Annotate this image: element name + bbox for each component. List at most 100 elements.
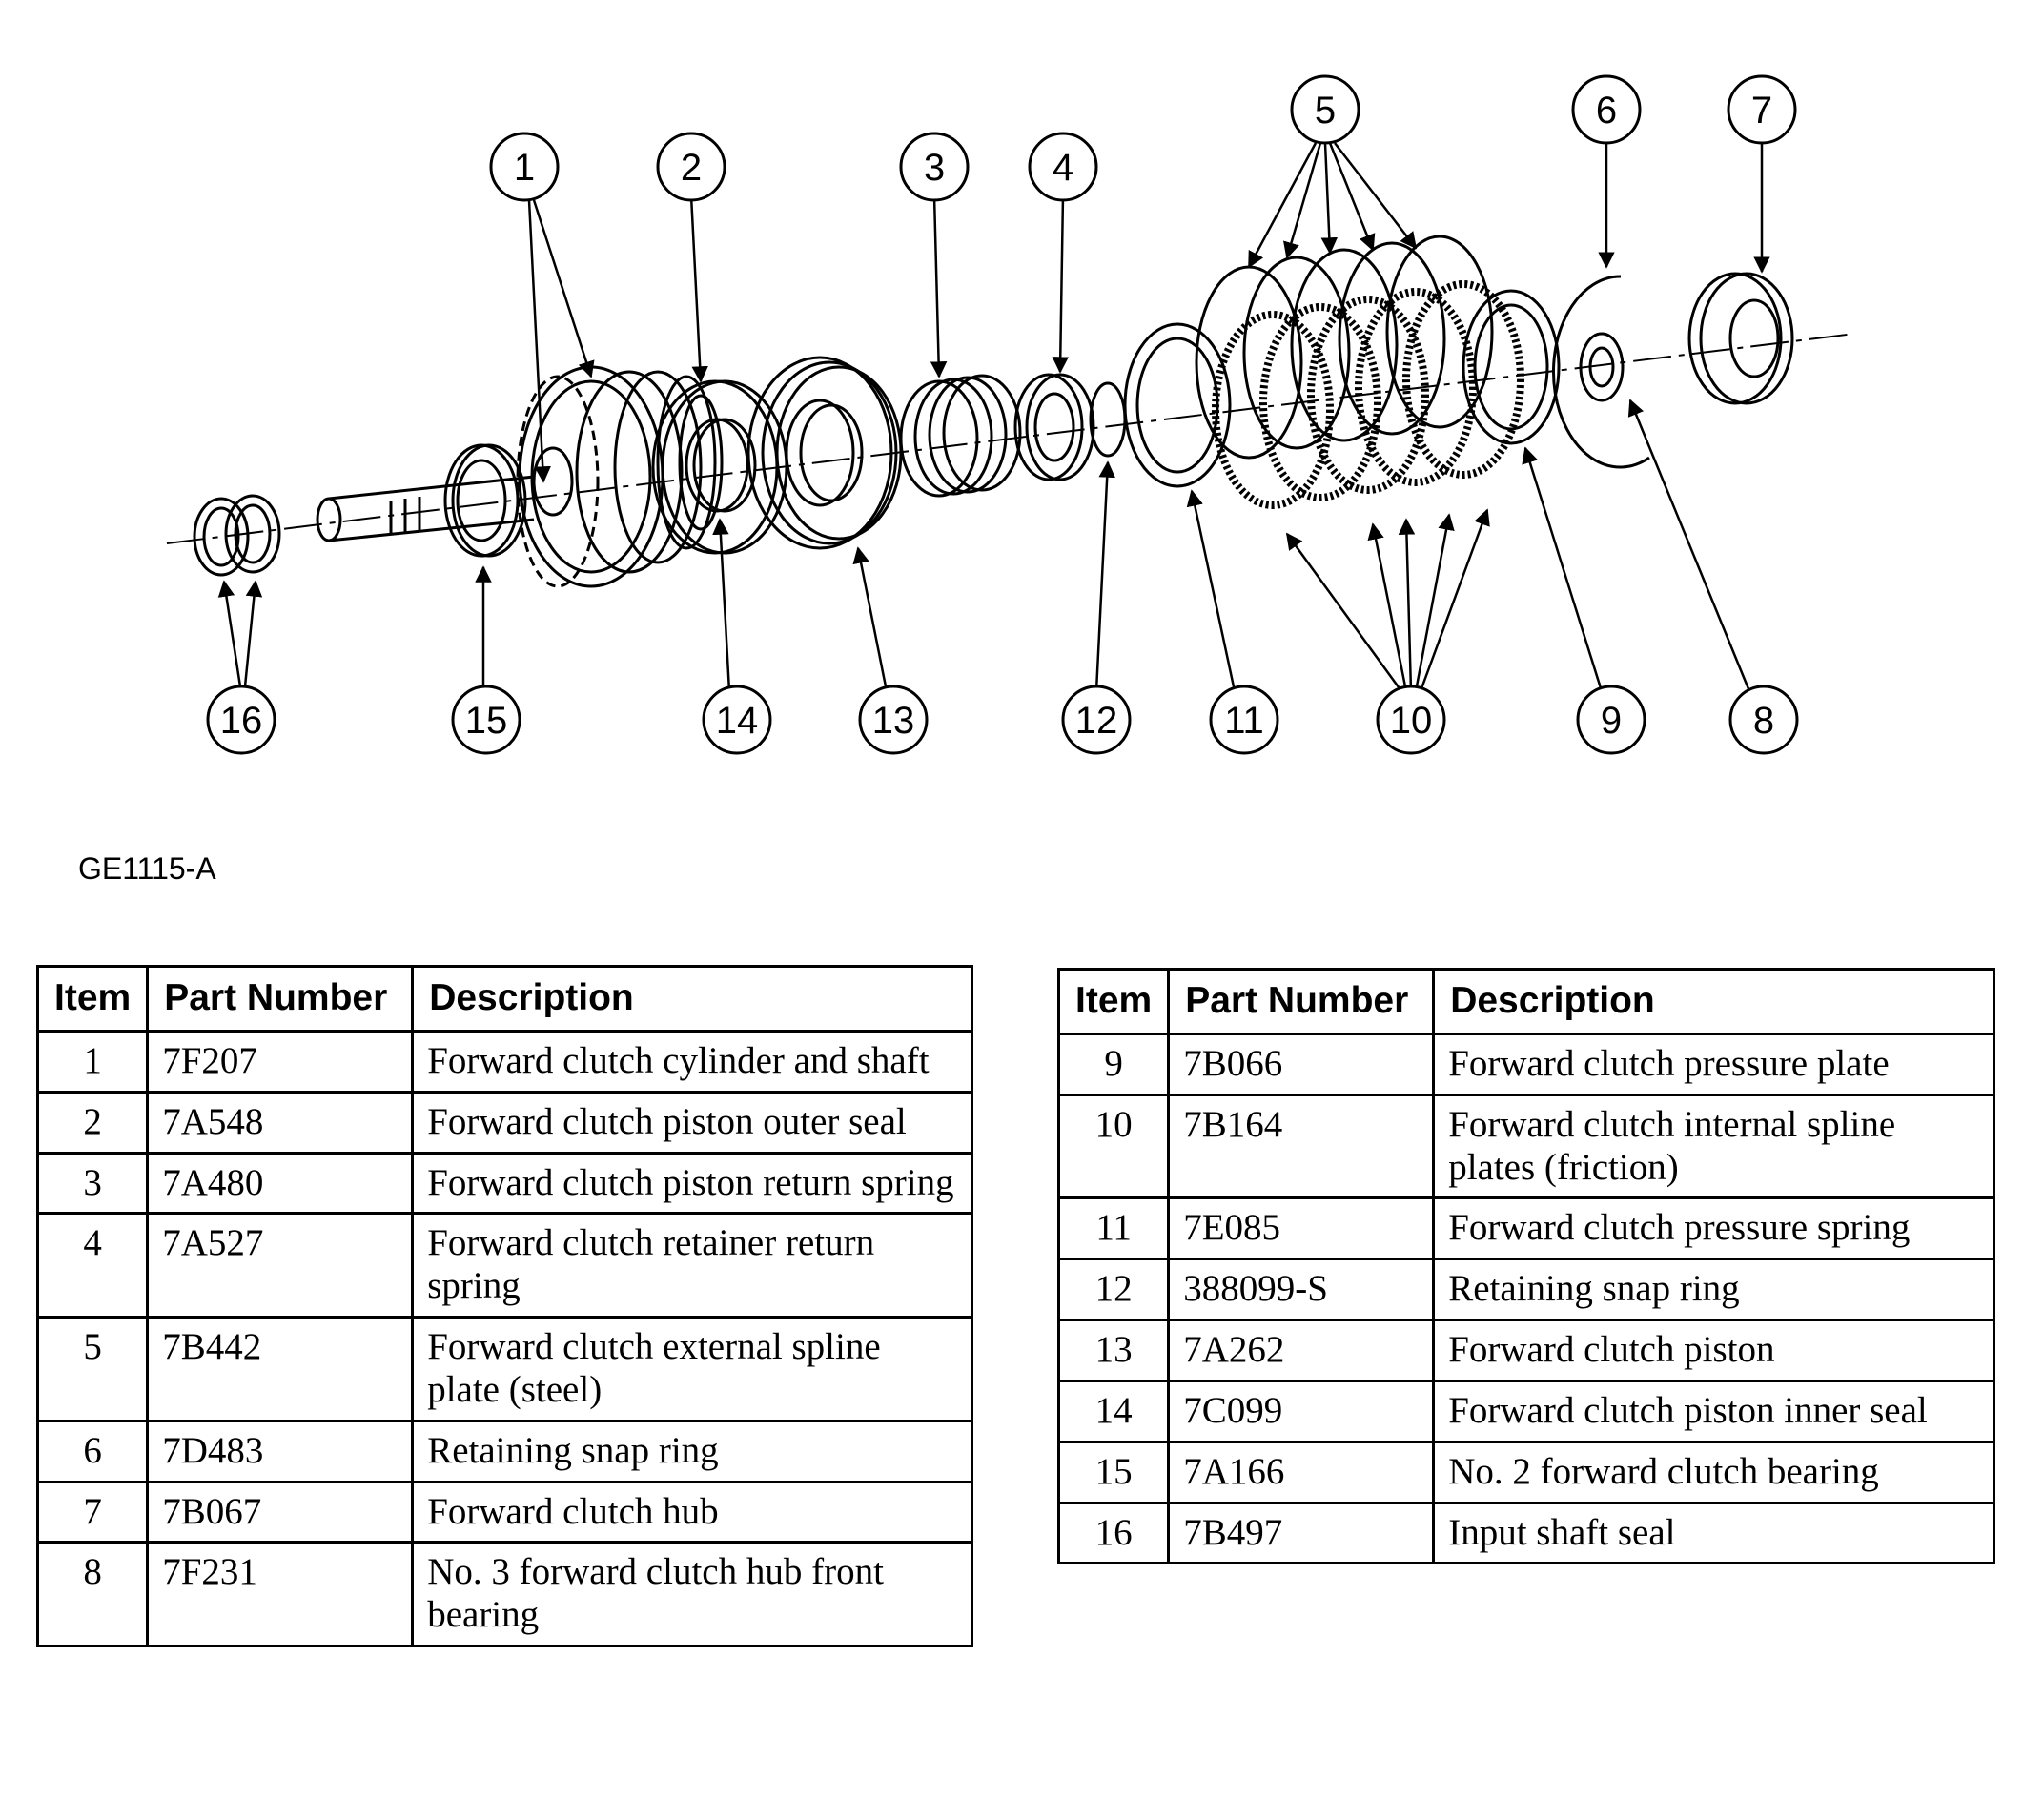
svg-text:4: 4 <box>1053 147 1073 189</box>
cell-part-number: 7C099 <box>1167 1379 1436 1443</box>
callout-3: 3 <box>899 132 970 202</box>
table-row: 3 7A480 Forward clutch piston return spr… <box>35 1151 973 1216</box>
svg-text:6: 6 <box>1596 90 1617 132</box>
callout-14: 14 <box>702 685 772 755</box>
cell-item: 14 <box>1056 1379 1171 1443</box>
cell-part-number: 7B164 <box>1167 1093 1436 1200</box>
cell-description: No. 3 forward clutch hub front bearing <box>411 1541 973 1648</box>
svg-text:5: 5 <box>1315 90 1336 132</box>
svg-text:14: 14 <box>716 700 759 742</box>
callout-1: 1 <box>489 132 560 202</box>
part-steel-plates <box>1195 235 1494 460</box>
cell-description: Forward clutch hub <box>411 1480 973 1544</box>
cell-item: 4 <box>35 1212 150 1319</box>
callout-9: 9 <box>1576 685 1646 755</box>
cell-part-number: 7B442 <box>146 1316 415 1422</box>
header-part-number: Part Number <box>146 965 415 1033</box>
assembly-axis <box>166 333 1855 544</box>
leader-lines <box>217 142 1770 692</box>
table-header-row: Item Part Number Description <box>35 965 973 1033</box>
table-row: 16 7B497 Input shaft seal <box>1056 1501 1995 1565</box>
part-piston-return-spring <box>899 374 1022 498</box>
cell-part-number: 7E085 <box>1167 1196 1436 1261</box>
cell-item: 3 <box>35 1151 150 1216</box>
cell-part-number: 7F207 <box>146 1029 415 1094</box>
cell-description: No. 2 forward clutch bearing <box>1432 1440 1995 1504</box>
cell-part-number: 7A527 <box>146 1212 415 1319</box>
svg-text:8: 8 <box>1753 700 1774 742</box>
table-row: 11 7E085 Forward clutch pressure spring <box>1056 1196 1995 1261</box>
cell-description: Forward clutch cylinder and shaft <box>411 1029 973 1094</box>
cell-description: Forward clutch piston outer seal <box>411 1090 973 1155</box>
callout-10: 10 <box>1376 685 1446 755</box>
callout-7: 7 <box>1727 74 1797 145</box>
table-row: 1 7F207 Forward clutch cylinder and shaf… <box>35 1029 973 1094</box>
svg-text:15: 15 <box>465 700 508 742</box>
cell-description: Forward clutch pressure spring <box>1432 1196 1995 1261</box>
callout-5: 5 <box>1290 74 1360 145</box>
part-snap-ring-6 <box>1552 275 1650 469</box>
table-row: 10 7B164 Forward clutch internal spline … <box>1056 1093 1995 1200</box>
cell-item: 2 <box>35 1090 150 1155</box>
cell-item: 9 <box>1056 1032 1171 1096</box>
part-pressure-plate <box>1462 289 1561 445</box>
cell-item: 7 <box>35 1480 150 1544</box>
cell-description: Forward clutch pressure plate <box>1432 1032 1995 1096</box>
cell-part-number: 388099-S <box>1167 1258 1436 1322</box>
table-header-row: Item Part Number Description <box>1056 968 1995 1035</box>
header-description: Description <box>1432 968 1995 1035</box>
cell-description: Forward clutch retainer return spring <box>411 1212 973 1319</box>
cell-description: Forward clutch piston <box>1432 1319 1995 1382</box>
cell-item: 13 <box>1056 1319 1171 1382</box>
cell-item: 5 <box>35 1316 150 1422</box>
table-row: 5 7B442 Forward clutch external spline p… <box>35 1316 973 1422</box>
svg-text:16: 16 <box>220 700 263 742</box>
cell-description: Forward clutch external spline plate (st… <box>411 1316 973 1422</box>
cell-description: Retaining snap ring <box>411 1419 973 1483</box>
callout-6: 6 <box>1571 74 1642 145</box>
cell-item: 8 <box>35 1541 150 1648</box>
part-bearing-15 <box>443 443 527 558</box>
svg-text:13: 13 <box>872 700 915 742</box>
svg-text:9: 9 <box>1601 700 1622 742</box>
svg-text:11: 11 <box>1224 700 1264 742</box>
part-bearing-8 <box>1579 332 1625 402</box>
cell-part-number: 7B067 <box>146 1480 415 1544</box>
cell-part-number: 7F231 <box>146 1541 415 1648</box>
cell-description: Input shaft seal <box>1432 1501 1995 1565</box>
table-row: 4 7A527 Forward clutch retainer return s… <box>35 1212 973 1319</box>
part-clutch-hub <box>1687 272 1794 405</box>
cell-part-number: 7A548 <box>146 1090 415 1155</box>
cell-item: 12 <box>1056 1258 1171 1322</box>
header-part-number: Part Number <box>1167 968 1436 1035</box>
table-row: 15 7A166 No. 2 forward clutch bearing <box>1056 1440 1995 1504</box>
cell-item: 10 <box>1056 1093 1171 1200</box>
part-friction-plates <box>1212 280 1524 509</box>
cell-part-number: 7A262 <box>1167 1319 1436 1382</box>
table-row: 6 7D483 Retaining snap ring <box>35 1419 973 1483</box>
svg-text:3: 3 <box>924 147 945 189</box>
cell-description: Forward clutch internal spline plates (f… <box>1432 1093 1995 1200</box>
part-clutch-piston <box>746 356 903 550</box>
callout-4: 4 <box>1028 132 1098 202</box>
table-row: 8 7F231 No. 3 forward clutch hub front b… <box>35 1541 973 1648</box>
svg-text:1: 1 <box>514 147 535 189</box>
cell-description: Retaining snap ring <box>1432 1258 1995 1322</box>
callout-11: 11 <box>1209 685 1279 755</box>
svg-text:7: 7 <box>1751 90 1772 132</box>
exploded-view-diagram: 1 2 3 4 5 6 7 8 9 10 11 12 <box>166 74 1855 755</box>
cell-part-number: 7B066 <box>1167 1032 1436 1096</box>
cell-part-number: 7A166 <box>1167 1440 1436 1504</box>
svg-text:10: 10 <box>1390 700 1433 742</box>
header-description: Description <box>411 965 973 1033</box>
callout-12: 12 <box>1061 685 1132 755</box>
cell-item: 1 <box>35 1029 150 1094</box>
callout-16: 16 <box>206 685 276 755</box>
cell-item: 11 <box>1056 1196 1171 1261</box>
svg-text:2: 2 <box>681 147 702 189</box>
table-row: 7 7B067 Forward clutch hub <box>35 1480 973 1544</box>
part-snap-ring-12 <box>1089 381 1127 458</box>
cell-part-number: 7A480 <box>146 1151 415 1216</box>
table-row: 14 7C099 Forward clutch piston inner sea… <box>1056 1379 1995 1443</box>
part-shaft <box>316 475 535 542</box>
